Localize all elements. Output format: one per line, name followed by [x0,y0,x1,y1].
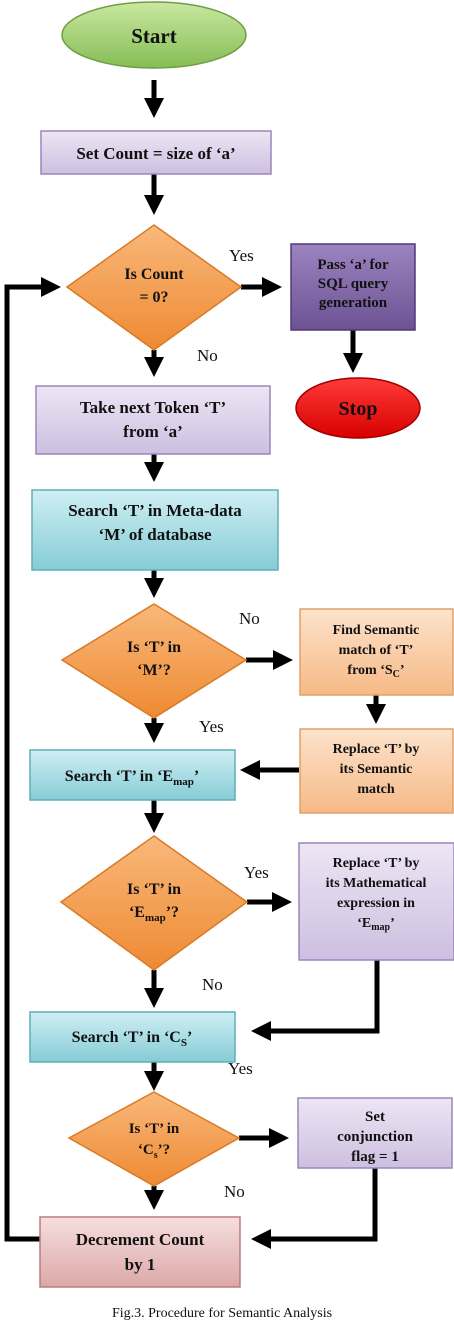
decision-is-count-zero: Is Count = 0? [65,224,243,351]
node-pass-a: Pass ‘a’ for SQL query generation [290,243,416,331]
is-t-in-cs-line2: ‘Cs’? [138,1142,170,1161]
is-count-line2: = 0? [139,289,168,306]
decision-is-t-in-emap: Is ‘T’ in ‘Emap’? [59,835,249,971]
search-meta-line2: ‘M’ of database [99,525,212,544]
node-set-count: Set Count = size of ‘a’ [40,130,272,175]
replace-semantic-line1: Replace ‘T’ by [333,742,420,757]
is-count-line1: Is Count [124,266,184,283]
node-search-cs: Search ‘T’ in ‘CS’ [29,1011,236,1063]
set-flag-line1: Set [365,1109,385,1125]
node-start: Start [61,1,247,69]
stop-label: Stop [339,398,378,420]
replace-semantic-line3: match [357,782,395,797]
edge-label-no-count: No [197,346,218,365]
search-cs-label: Search ‘T’ in ‘CS’ [72,1029,193,1049]
edge-label-yes-cs: Yes [228,1059,253,1078]
arrow-set-flag-to-decrement [251,1168,378,1249]
decrement-line2: by 1 [125,1255,156,1274]
node-find-semantic: Find Semantic match of ‘T’ from ‘SC’ [299,608,454,696]
pass-a-line3: generation [319,295,388,311]
replace-math-line4: ‘Emap’ [357,916,395,933]
decision-is-t-in-cs: Is ‘T’ in ‘Cs’? [67,1091,241,1187]
edge-label-yes-m: Yes [199,717,224,736]
replace-math-line2: its Mathematical [326,876,427,891]
set-flag-line3: flag = 1 [351,1149,399,1165]
is-t-in-m-line1: Is ‘T’ in [127,639,181,656]
edge-label-no-emap: No [202,975,223,994]
find-semantic-line1: Find Semantic [333,623,420,638]
connectors [4,80,386,1249]
set-count-label: Set Count = size of ‘a’ [76,144,235,163]
replace-math-line3: expression in [337,896,415,911]
pass-a-line2: SQL query [318,276,389,292]
is-t-in-m-line2: ‘M’? [137,662,171,679]
node-stop: Stop [295,377,421,439]
take-token-line2: from ‘a’ [123,422,183,441]
find-semantic-line2: match of ‘T’ [339,643,414,658]
is-t-in-cs-line1: Is ‘T’ in [129,1121,180,1137]
start-label: Start [131,24,177,48]
take-token-line1: Take next Token ‘T’ [80,398,226,417]
node-decrement: Decrement Count by 1 [39,1216,241,1288]
node-set-flag: Set conjunction flag = 1 [297,1097,453,1169]
decrement-line1: Decrement Count [76,1230,205,1249]
node-replace-math: Replace ‘T’ by its Mathematical expressi… [298,842,454,961]
edge-label-no-cs: No [224,1182,245,1201]
search-meta-line1: Search ‘T’ in Meta-data [68,501,242,520]
node-search-meta: Search ‘T’ in Meta-data ‘M’ of database [31,489,279,571]
arrow-replace-math-to-search-cs [251,960,380,1041]
edge-label-yes-count: Yes [229,246,254,265]
search-emap-label: Search ‘T’ in ‘Emap’ [65,768,199,788]
is-t-in-emap-line2: ‘Emap’? [129,904,179,924]
find-semantic-line3: from ‘SC’ [347,663,404,680]
node-take-token: Take next Token ‘T’ from ‘a’ [35,385,271,455]
pass-a-line1: Pass ‘a’ for [317,257,389,273]
node-search-emap: Search ‘T’ in ‘Emap’ [29,749,236,801]
node-replace-semantic: Replace ‘T’ by its Semantic match [299,728,454,814]
set-flag-line2: conjunction [337,1129,414,1145]
replace-math-line1: Replace ‘T’ by [333,856,420,871]
is-t-in-emap-line1: Is ‘T’ in [127,881,181,898]
arrow-decrement-loop-back [4,277,61,1242]
figure-caption: Fig.3. Procedure for Semantic Analysis [112,1306,332,1321]
edge-label-yes-emap: Yes [244,863,269,882]
decision-is-t-in-m: Is ‘T’ in ‘M’? [60,603,248,719]
edge-label-no-m: No [239,609,260,628]
replace-semantic-line2: its Semantic [340,762,413,777]
